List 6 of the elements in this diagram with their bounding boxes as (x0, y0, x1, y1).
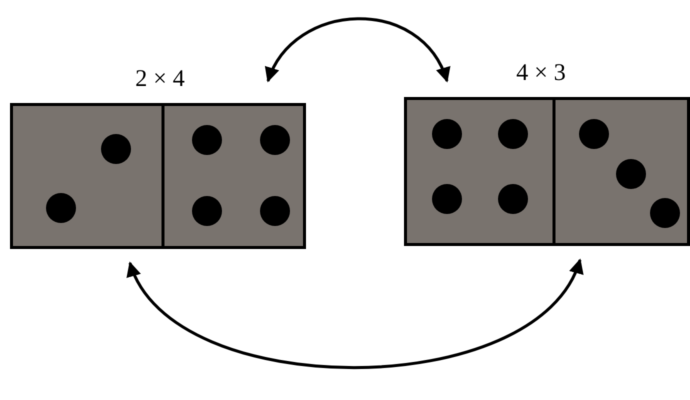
curved-double-arrow (128, 258, 582, 370)
expression-label: 2 × 4 (135, 66, 185, 93)
expression-label: 4 × 3 (516, 60, 566, 87)
domino-tile (10, 103, 306, 249)
curved-double-arrow (266, 17, 449, 82)
domino-tile (404, 97, 690, 246)
